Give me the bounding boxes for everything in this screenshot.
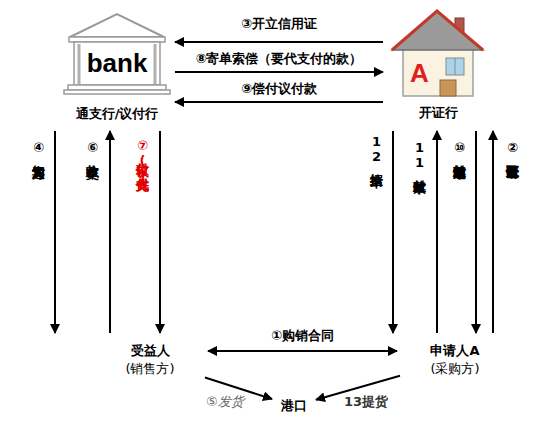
house-door bbox=[440, 80, 456, 96]
bank-step bbox=[64, 90, 170, 94]
connector-arrow bbox=[159, 131, 161, 333]
house-roof bbox=[392, 11, 483, 50]
house-wall bbox=[403, 47, 473, 96]
edge-label: ⑩通知付款赎单 bbox=[452, 140, 467, 155]
edge-label: ⑦议付款(先代支付) bbox=[135, 138, 150, 183]
port-node: 港口 bbox=[272, 396, 316, 416]
edge-label: ⑥交单收款 bbox=[85, 140, 100, 155]
edge-label: ⑤发货 bbox=[206, 394, 244, 409]
beneficiary-node: 受益人(销售方) bbox=[95, 340, 205, 380]
connector-arrow bbox=[392, 131, 394, 333]
node-title: 港口 bbox=[272, 398, 316, 414]
bank-column bbox=[78, 44, 81, 84]
house-building bbox=[392, 11, 483, 96]
connector-arrow bbox=[109, 131, 111, 333]
connector-arrow bbox=[54, 131, 56, 333]
bank-roof bbox=[70, 14, 164, 37]
connector-arrow bbox=[436, 131, 438, 333]
edge-label: ④通知卖方 bbox=[31, 140, 46, 155]
node-subtitle: (销售方) bbox=[95, 360, 205, 377]
edge-label: ③开立信用证 bbox=[172, 16, 386, 31]
node-title: 受益人 bbox=[95, 342, 205, 359]
edge-label: ⑧寄单索偿（要代支付的款） bbox=[172, 51, 386, 66]
house-window bbox=[446, 58, 464, 75]
connector-arrow bbox=[175, 41, 383, 43]
bank-column bbox=[154, 44, 157, 84]
connector-arrow bbox=[175, 71, 383, 73]
edge-label: 11付款赎单 bbox=[412, 140, 427, 170]
node-subtitle: 开证行 bbox=[386, 105, 490, 121]
edge-label: ①购销合同 bbox=[205, 328, 400, 343]
window-bar bbox=[455, 58, 456, 75]
applicant-node: 申请人A(采购方) bbox=[400, 340, 510, 380]
node-subtitle: (采购方) bbox=[400, 360, 510, 377]
node-title: 申请人A bbox=[400, 342, 510, 359]
edge-label: 13提货 bbox=[344, 394, 388, 409]
issuing-bank-node: A 开证行 bbox=[386, 8, 490, 124]
connector-arrow bbox=[475, 131, 477, 333]
node-title: bank bbox=[62, 48, 172, 78]
connector-arrow bbox=[175, 101, 383, 103]
bank-node: bank 通支行/议付行 bbox=[62, 12, 172, 124]
connector-arrow bbox=[492, 131, 494, 333]
connector-arrow bbox=[208, 350, 397, 352]
edge-label: ⑨偿付议付款 bbox=[172, 81, 386, 96]
edge-label: 12给单据 bbox=[369, 134, 384, 164]
house-roof-trim bbox=[392, 11, 483, 50]
edge-label: ②申请开证及保证金 bbox=[505, 140, 520, 155]
node-title: A bbox=[410, 58, 429, 88]
node-subtitle: 通支行/议付行 bbox=[62, 106, 172, 122]
